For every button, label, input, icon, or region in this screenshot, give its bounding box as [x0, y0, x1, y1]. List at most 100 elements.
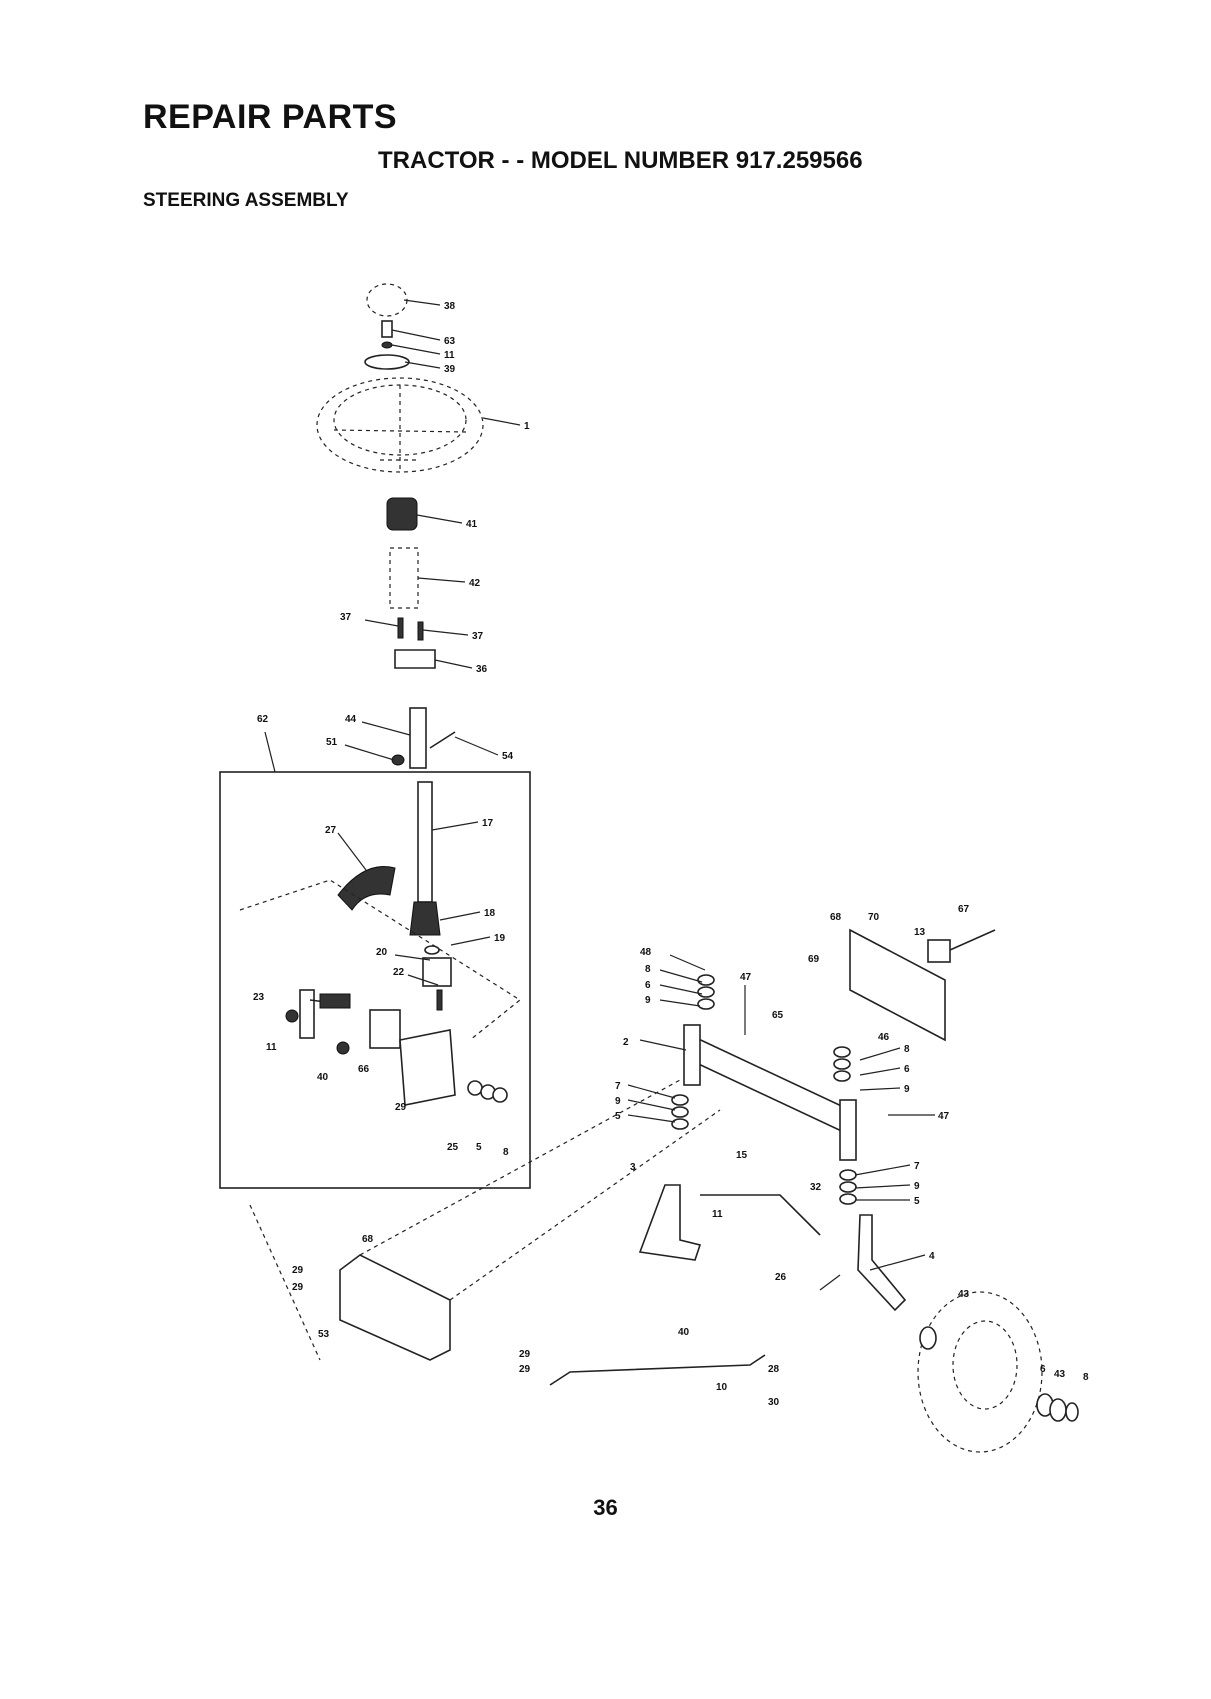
- callout-label: 6: [1040, 1364, 1046, 1375]
- callout-label: 29: [519, 1364, 531, 1375]
- washer-part: [840, 1182, 856, 1192]
- pivot-bolt-part: [950, 930, 995, 950]
- callout-label: 30: [768, 1397, 780, 1408]
- callout-label: 67: [958, 904, 970, 915]
- wheel-hub-part: [953, 1321, 1017, 1409]
- steering-shaft-part: [418, 782, 432, 902]
- callout-label: 39: [444, 364, 456, 375]
- bracket-part: [395, 650, 435, 668]
- washer-part: [365, 355, 409, 369]
- washer-part: [382, 342, 392, 348]
- callout-label: 43: [1054, 1369, 1066, 1380]
- adapter-part: [387, 498, 417, 530]
- bolt-part: [437, 990, 442, 1010]
- steering-cap-part: [367, 284, 407, 316]
- callout-label: 6: [904, 1064, 910, 1075]
- bolt-part: [382, 321, 392, 337]
- callout-label: 11: [266, 1042, 277, 1053]
- washer-part: [493, 1088, 507, 1102]
- shaft-part: [410, 708, 426, 768]
- callout-label: 5: [914, 1196, 920, 1207]
- washer-part: [672, 1119, 688, 1129]
- callout-label: 17: [482, 818, 494, 829]
- washer-part: [840, 1194, 856, 1204]
- callout-label: 54: [502, 751, 514, 762]
- callout-label: 26: [775, 1272, 787, 1283]
- callout-label: 18: [484, 908, 496, 919]
- callout-label: 8: [904, 1044, 910, 1055]
- callout-label: 51: [326, 737, 338, 748]
- callout-label: 25: [447, 1142, 459, 1153]
- callout-label: 37: [340, 612, 352, 623]
- nut-part: [286, 1010, 298, 1022]
- lower-bracket-part: [340, 1255, 450, 1360]
- callout-label: 36: [476, 664, 488, 675]
- sleeve-part: [390, 548, 418, 608]
- washer-part: [672, 1095, 688, 1105]
- bolt-part: [418, 622, 423, 640]
- bushing-part: [928, 940, 950, 962]
- gear-assembly-box: [220, 772, 530, 1188]
- spring-part: [320, 994, 350, 1008]
- callout-label: 23: [253, 992, 265, 1003]
- callout-label: 7: [615, 1081, 621, 1092]
- callout-label: 4: [929, 1251, 935, 1262]
- callout-label: 68: [362, 1234, 374, 1245]
- washer-part: [425, 946, 439, 954]
- callout-label: 8: [645, 964, 651, 975]
- callout-label: 6: [645, 980, 651, 991]
- washer-part: [834, 1047, 850, 1057]
- callout-label: 5: [476, 1142, 482, 1153]
- washer-part: [468, 1081, 482, 1095]
- washer-part: [672, 1107, 688, 1117]
- drag-link-part: [550, 1355, 765, 1385]
- callout-label: 47: [740, 972, 752, 983]
- callout-label: 46: [878, 1032, 890, 1043]
- callout-label: 20: [376, 947, 388, 958]
- callout-label: 53: [318, 1329, 330, 1340]
- callout-label: 9: [904, 1084, 910, 1095]
- spindle-left-housing: [684, 1025, 700, 1085]
- callout-label: 8: [1083, 1372, 1089, 1383]
- steering-wheel-spokes: [334, 385, 466, 470]
- callout-leaders: [265, 300, 935, 1290]
- callout-label: 47: [938, 1111, 950, 1122]
- callout-label: 62: [257, 714, 269, 725]
- spindle-right-housing: [840, 1100, 856, 1160]
- callout-label: 29: [395, 1102, 407, 1113]
- callout-label: 40: [317, 1072, 329, 1083]
- callout-label: 5: [615, 1111, 621, 1122]
- callout-label: 66: [358, 1064, 370, 1075]
- callout-label: 27: [325, 825, 337, 836]
- callout-label: 41: [466, 519, 478, 530]
- washer-part: [698, 999, 714, 1009]
- bushing-part: [370, 1010, 400, 1048]
- callout-label: 69: [808, 954, 820, 965]
- washer-part: [834, 1059, 850, 1069]
- washer-part: [698, 987, 714, 997]
- bolt-part: [398, 618, 403, 638]
- callout-label: 9: [615, 1096, 621, 1107]
- callout-label: 19: [494, 933, 506, 944]
- callout-label: 43: [958, 1289, 970, 1300]
- callout-label: 65: [772, 1010, 784, 1021]
- washer-part: [834, 1071, 850, 1081]
- callout-label: 1: [524, 421, 530, 432]
- callout-label: 29: [292, 1265, 304, 1276]
- assembly-guide: [250, 1080, 720, 1360]
- washer-part: [920, 1327, 936, 1349]
- callout-label: 13: [914, 927, 926, 938]
- front-wheel-part: [918, 1292, 1042, 1452]
- callout-label: 63: [444, 336, 456, 347]
- callout-label: 68: [830, 912, 842, 923]
- callout-label: 38: [444, 301, 456, 312]
- callout-label: 42: [469, 578, 481, 589]
- callout-label: 28: [768, 1364, 780, 1375]
- callout-label: 11: [444, 350, 455, 361]
- support-bracket-part: [400, 1030, 455, 1105]
- washer-part: [840, 1170, 856, 1180]
- page-number: 36: [0, 1495, 1211, 1521]
- washer-part: [698, 975, 714, 985]
- callout-label: 29: [292, 1282, 304, 1293]
- callout-label: 29: [519, 1349, 531, 1360]
